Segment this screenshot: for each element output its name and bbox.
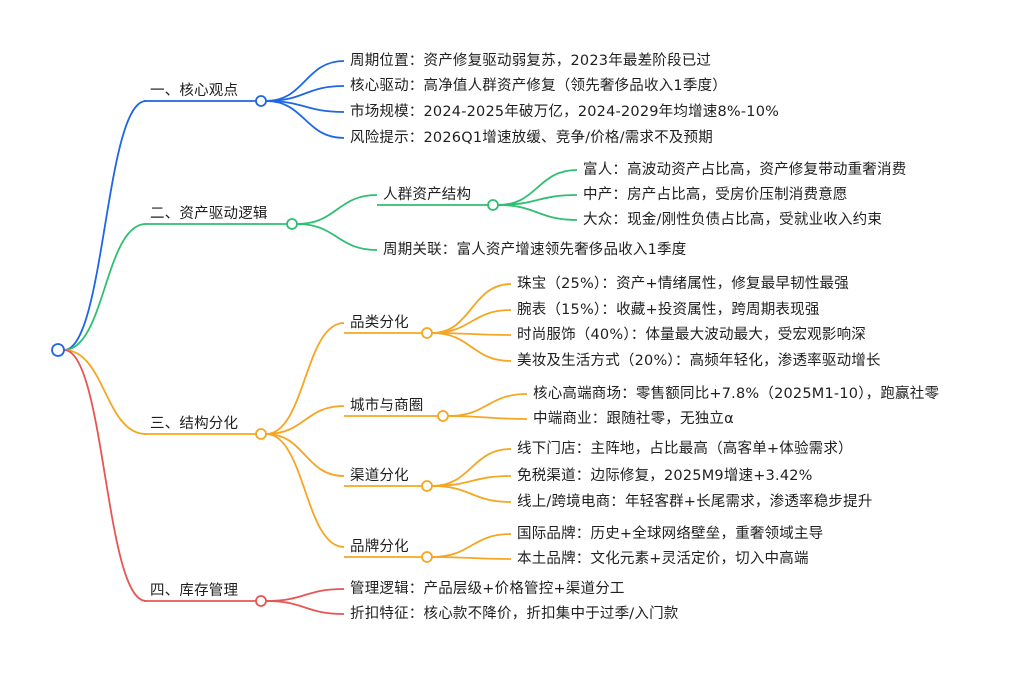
branch-title-3: 三、结构分化 xyxy=(150,416,239,432)
leaf-node: 核心驱动：高净值人群资产修复（领先奢侈品收入1季度） xyxy=(350,78,727,94)
leaf-node: 免税渠道：边际修复，2025M9增速+3.42% xyxy=(517,468,813,484)
subbranch-title: 品牌分化 xyxy=(350,539,409,555)
leaf-connector xyxy=(431,533,512,558)
leaf-connector xyxy=(431,283,512,334)
leaf-connector xyxy=(497,204,578,221)
subbranch-title: 城市与商圈 xyxy=(350,398,424,414)
leaf-node: 核心高端商场：零售额同比+7.8%（2025M1-10），跑赢社零 xyxy=(533,386,940,402)
branch-toggle-2[interactable] xyxy=(286,218,298,230)
subbranch-title: 人群资产结构 xyxy=(383,187,472,203)
branch-title-2: 二、资产驱动逻辑 xyxy=(150,206,268,222)
leaf-connector xyxy=(265,600,345,615)
subbranch-connector xyxy=(265,433,345,548)
leaf-node: 美妆及生活方式（20%）：高频年轻化，渗透率驱动增长 xyxy=(517,353,881,369)
root-node[interactable] xyxy=(51,343,65,357)
branch-connector-4 xyxy=(63,349,147,602)
subbranch-title: 渠道分化 xyxy=(350,468,409,484)
branch-title-4: 四、库存管理 xyxy=(150,583,239,599)
branch-toggle-4[interactable] xyxy=(255,595,267,607)
leaf-node: 中产：房产占比高，受房价压制消费意愿 xyxy=(583,187,848,203)
leaf-node: 市场规模：2024-2025年破万亿，2024-2029年均增速8%-10% xyxy=(350,104,780,120)
leaf-connector xyxy=(447,393,528,417)
leaf-node: 国际品牌：历史+全球网络壁垒，重奢领域主导 xyxy=(517,526,824,542)
leaf-node: 周期位置：资产修复驱动弱复苏，2023年最差阶段已过 xyxy=(350,53,712,69)
subbranch-title: 品类分化 xyxy=(350,315,409,331)
leaf-node: 周期关联：富人资产增速领先奢侈品收入1季度 xyxy=(383,242,687,258)
leaf-node: 时尚服饰（40%）：体量最大波动最大，受宏观影响深 xyxy=(517,327,866,343)
leaf-node: 大众：现金/刚性负债占比高，受就业收入约束 xyxy=(583,212,883,228)
leaf-connector xyxy=(431,309,512,334)
branch-toggle-1[interactable] xyxy=(255,95,267,107)
branch-connector-1 xyxy=(63,100,147,351)
subbranch-toggle[interactable] xyxy=(421,480,433,492)
leaf-node: 折扣特征：核心款不降价，折扣集中于过季/入门款 xyxy=(350,606,679,622)
subbranch-toggle[interactable] xyxy=(487,199,499,211)
leaf-node: 风险提示：2026Q1增速放缓、竞争/价格/需求不及预期 xyxy=(350,130,713,146)
subbranch-toggle[interactable] xyxy=(421,551,433,563)
branch-connector-3 xyxy=(63,349,147,435)
leaf-connector xyxy=(265,588,345,602)
leaf-connector xyxy=(447,415,528,420)
leaf-connector xyxy=(265,100,345,139)
leaf-connector xyxy=(431,485,512,503)
subbranch-connector xyxy=(296,223,378,251)
subbranch-connector xyxy=(296,194,378,225)
leaf-connector xyxy=(431,332,512,362)
leaf-node: 线下门店：主阵地，占比最高（高客单+体验需求） xyxy=(517,441,853,457)
leaf-node: 本土品牌：文化元素+灵活定价，切入中高端 xyxy=(517,551,809,567)
branch-connector-2 xyxy=(63,223,147,351)
subbranch-toggle[interactable] xyxy=(421,327,433,339)
leaf-connector xyxy=(265,60,345,102)
branch-title-1: 一、核心观点 xyxy=(150,83,239,99)
leaf-node: 腕表（15%）：收藏+投资属性，跨周期表现强 xyxy=(517,302,820,318)
subbranch-connector xyxy=(265,433,345,477)
leaf-node: 中端商业：跟随社零，无独立α xyxy=(533,411,734,427)
leaf-node: 线上/跨境电商：年轻客群+长尾需求，渗透率稳步提升 xyxy=(517,494,873,510)
leaf-node: 珠宝（25%）：资产+情绪属性，修复最早韧性最强 xyxy=(517,276,849,292)
leaf-connector xyxy=(431,556,512,560)
branch-toggle-3[interactable] xyxy=(255,428,267,440)
leaf-node: 富人：高波动资产占比高，资产修复带动重奢消费 xyxy=(583,162,907,178)
subbranch-connector xyxy=(265,405,345,435)
subbranch-toggle[interactable] xyxy=(437,410,449,422)
subbranch-connector xyxy=(265,322,345,435)
leaf-node: 管理逻辑：产品层级+价格管控+渠道分工 xyxy=(350,581,625,597)
